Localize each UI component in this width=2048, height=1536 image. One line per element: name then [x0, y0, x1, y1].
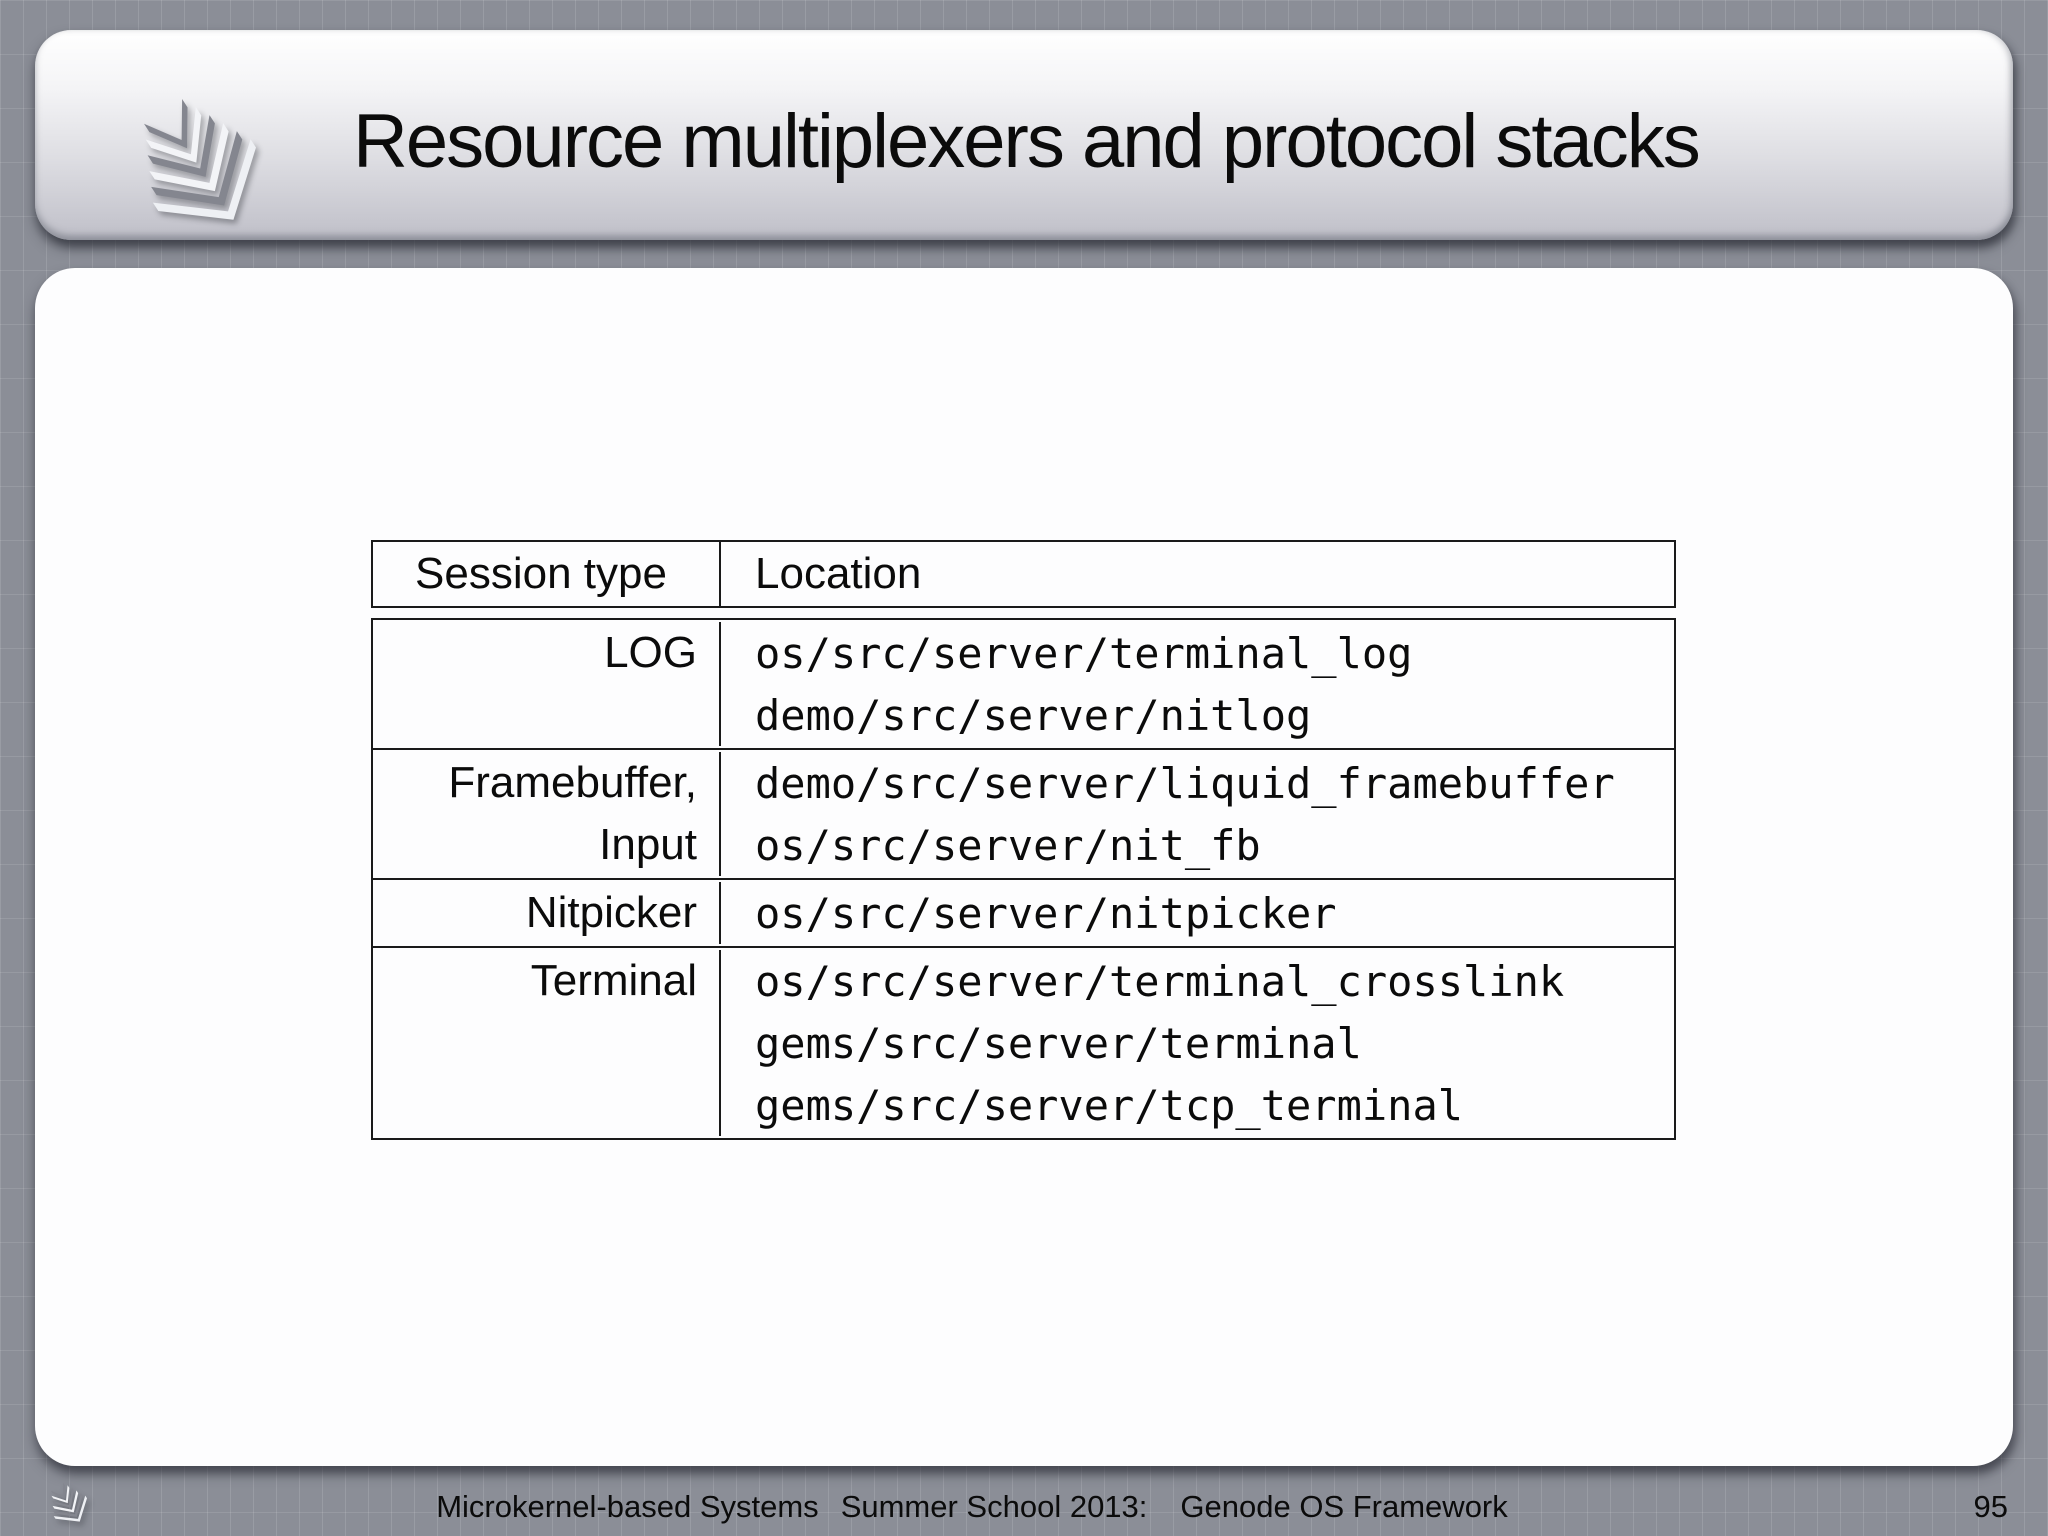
session-type-cell: Nitpicker	[373, 882, 721, 944]
table-header-row: Session type Location	[371, 540, 1676, 608]
location-cell: os/src/server/nitpicker	[721, 882, 1674, 944]
table-row-terminal: Terminal os/src/server/terminal_crosslin…	[373, 946, 1674, 1138]
session-type-cell: LOG	[373, 622, 721, 746]
footer-text: Microkernel-based Systems Summer School …	[0, 1478, 1944, 1536]
page-number: 95	[1973, 1489, 2008, 1524]
location-cell: os/src/server/terminal_log demo/src/serv…	[721, 622, 1674, 746]
slide-content-card: Session type Location LOG os/src/server/…	[35, 268, 2013, 1466]
table-row-nitpicker: Nitpicker os/src/server/nitpicker	[373, 878, 1674, 946]
slide-title: Resource multiplexers and protocol stack…	[353, 98, 1701, 184]
location-line: os/src/server/nitpicker	[755, 888, 1337, 938]
table-row-log: LOG os/src/server/terminal_log demo/src/…	[373, 620, 1674, 748]
chevron-stack-logo-icon-small	[42, 1480, 92, 1524]
footer-course: Microkernel-based Systems	[436, 1489, 819, 1524]
location-cell: os/src/server/terminal_crosslink gems/sr…	[721, 950, 1674, 1136]
location-line: os/src/server/terminal_crosslink	[755, 956, 1565, 1006]
location-line: os/src/server/terminal_log	[755, 628, 1413, 678]
location-line: gems/src/server/terminal	[755, 1018, 1362, 1068]
table-header-location: Location	[755, 549, 922, 598]
table-body: LOG os/src/server/terminal_log demo/src/…	[371, 618, 1676, 1140]
table-header-session-type: Session type	[373, 542, 721, 606]
location-cell: demo/src/server/liquid_framebuffer os/sr…	[721, 752, 1674, 876]
session-location-table: Session type Location LOG os/src/server/…	[371, 540, 1676, 1140]
session-type-cell: Terminal	[373, 950, 721, 1136]
location-line: gems/src/server/tcp_terminal	[755, 1080, 1464, 1130]
location-line: os/src/server/nit_fb	[755, 820, 1261, 870]
location-line: demo/src/server/nitlog	[755, 690, 1312, 740]
footer-event: Summer School 2013:	[840, 1489, 1148, 1524]
table-row-framebuffer-input: Framebuffer, Input demo/src/server/liqui…	[373, 748, 1674, 878]
slide-title-bar: Resource multiplexers and protocol stack…	[35, 30, 2013, 240]
chevron-stack-logo-icon	[123, 88, 265, 230]
location-line: demo/src/server/liquid_framebuffer	[755, 758, 1615, 808]
session-type-cell: Framebuffer, Input	[373, 752, 721, 876]
footer-framework: Genode OS Framework	[1180, 1489, 1508, 1524]
slide-footer: Microkernel-based Systems Summer School …	[0, 1478, 2048, 1536]
